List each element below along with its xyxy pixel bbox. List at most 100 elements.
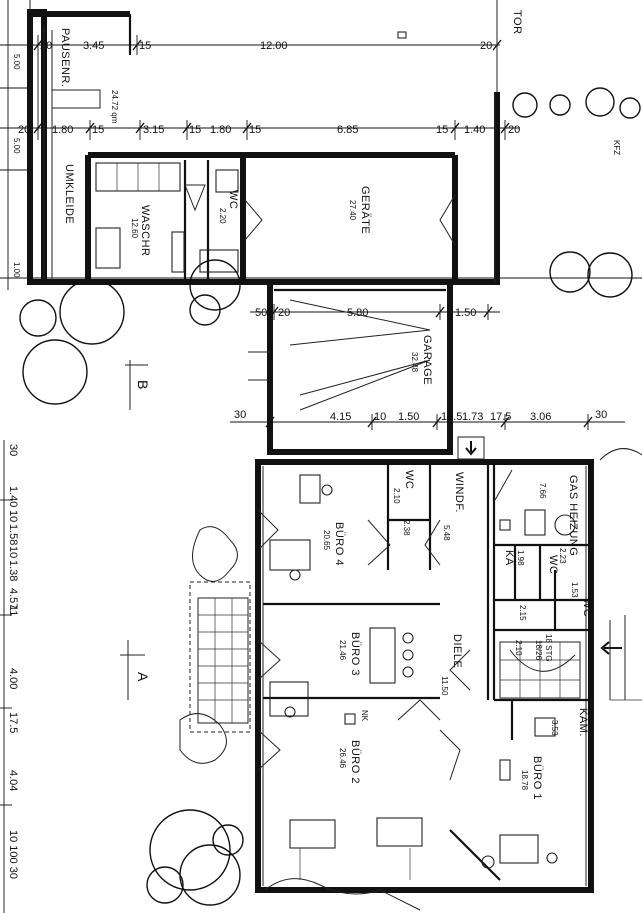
dim-text: 10 xyxy=(7,546,19,558)
room-area-wc-2: 2.23 xyxy=(558,548,567,564)
value-215: 2.15 xyxy=(518,605,527,621)
main-labels: BÜRO 4 20.65 WC 2.10 2.38 WINDF. 5.48 GA… xyxy=(322,470,593,800)
dim-text: 3.06 xyxy=(530,411,551,423)
dim-text: 1.58 xyxy=(7,524,19,545)
dim-text: 1.40 xyxy=(464,124,485,136)
dim-text: 4.04 xyxy=(7,770,19,791)
main-building-walls xyxy=(255,459,594,893)
dim-text: 15 xyxy=(436,124,448,136)
room-name-windfang: WINDF. xyxy=(453,472,465,513)
room-name-gas-heizung: GAS HEIZUNG xyxy=(567,475,579,556)
room-area-wc-outbuilding: 2.20 xyxy=(218,208,227,224)
entrance-arrows xyxy=(457,436,642,701)
stair-count: 18 STG xyxy=(544,634,553,662)
dim-text: 15 xyxy=(92,124,104,136)
dim-text: 5.00 xyxy=(12,138,21,154)
dim-text: 20 xyxy=(508,124,520,136)
room-area-ka: 1.98 xyxy=(516,550,525,566)
dim-text: 17.5 xyxy=(490,411,511,423)
room-area-buero-2: 26.46 xyxy=(338,748,347,769)
dim-text: 1.38 xyxy=(7,560,19,581)
dim-text: 1.50 xyxy=(398,411,419,423)
garage: GARAGE 32.48 xyxy=(248,282,453,455)
room-name-wc-outbuilding: WC xyxy=(227,190,239,209)
label-nk: NK xyxy=(360,710,369,722)
dim-text: 1.00 xyxy=(12,262,21,278)
dim-text: 10 xyxy=(7,510,19,522)
section-marks: B A xyxy=(120,360,151,700)
top-label-tor: TOR xyxy=(511,10,523,35)
room-name-buero-1: BÜRO 1 xyxy=(531,756,543,800)
kfz-label: KFZ xyxy=(612,140,621,155)
dim-text: 4.15 xyxy=(330,411,351,423)
dim-text: 50 xyxy=(255,307,267,319)
terrace-paving xyxy=(189,581,251,733)
room-area-waschraum: 12.60 xyxy=(130,218,139,239)
dim-text: 10 xyxy=(374,411,386,423)
room-name-garage: GARAGE xyxy=(421,335,433,385)
room-name-diele: DIELE xyxy=(451,634,463,668)
room-name-buero-3: BÜRO 3 xyxy=(349,632,361,676)
room-name-wc-2: WC xyxy=(547,555,559,574)
outbuilding-fixtures xyxy=(95,162,456,273)
room-name-buero-4: BÜRO 4 xyxy=(333,522,345,566)
dim-text: 1.40 xyxy=(7,486,19,507)
stair-ratio: 18/26 xyxy=(534,640,543,661)
room-name-pausenraum: PAUSENR. xyxy=(59,28,71,87)
dim-text: 1.50 xyxy=(455,307,476,319)
room-area-buero-4: 20.65 xyxy=(322,530,331,551)
dim-text: 30 xyxy=(234,409,246,421)
dim-text: 30 xyxy=(595,409,607,421)
section-mark-a: A xyxy=(135,672,151,682)
dim-text: 1.80 xyxy=(52,124,73,136)
room-area-pausenraum: 24.72 qm xyxy=(110,90,119,124)
outbuilding-walls xyxy=(27,0,500,285)
room-area-windfang: 5.48 xyxy=(442,525,451,541)
dim-text: 15 xyxy=(249,124,261,136)
dim-text: 5.00 xyxy=(12,54,21,70)
room-name-kam: KAM. xyxy=(577,708,589,737)
dim-text: 1.73 xyxy=(462,411,483,423)
dim-text: 15 xyxy=(139,40,151,52)
room-area-buero-3: 21.46 xyxy=(338,640,347,661)
dim-text: 11 xyxy=(7,605,19,616)
arrow-left-icon xyxy=(600,641,622,655)
value-210: 2.10 xyxy=(514,640,523,656)
room-area-buero-1: 18.78 xyxy=(520,770,529,791)
room-name-wc-3: WC xyxy=(581,598,593,617)
room-name-wc-1: WC xyxy=(403,470,415,489)
dim-text: 6.85 xyxy=(337,124,358,136)
dims-left-lower: 30 1.40 10 1.58 10 1.38 4.57 11 4.00 17.… xyxy=(7,444,19,879)
room-area-garage: 32.48 xyxy=(410,352,419,373)
room-area-wc-1: 2.10 xyxy=(392,488,401,504)
room-area-kam: 3.53 xyxy=(550,720,559,736)
room-name-geraete: GERÄTE xyxy=(359,186,371,234)
dims-top-row: 20 3.45 15 12.00 20 xyxy=(40,40,492,52)
outbuilding-labels: PAUSENR. 24.72 qm UMKLEIDE WASCHR 12.60 … xyxy=(59,10,621,256)
room-area-gas-heizung: 7.66 xyxy=(538,483,547,499)
dim-text: 3.45 xyxy=(83,40,104,52)
dim-text: 20 xyxy=(480,40,492,52)
dim-text: 4.00 xyxy=(7,668,19,689)
dim-text: 10 100 30 xyxy=(7,830,19,879)
office-furniture xyxy=(269,474,576,880)
door-swings xyxy=(257,469,513,781)
room-name-ka: KA xyxy=(503,550,515,566)
room-area-238: 2.38 xyxy=(402,520,411,536)
dim-text: 17.5 xyxy=(7,712,19,733)
room-name-buero-2: BÜRO 2 xyxy=(349,740,361,784)
trees xyxy=(19,87,642,911)
room-name-umkleide: UMKLEIDE xyxy=(63,164,75,224)
room-area-wc-3: 1.53 xyxy=(570,582,579,598)
arrow-down-icon xyxy=(465,441,477,456)
dim-text: 1.80 xyxy=(210,124,231,136)
dim-text: 12.00 xyxy=(260,40,288,52)
room-area-geraete: 27.40 xyxy=(348,200,357,221)
dims-left: 5.00 5.00 1.00 xyxy=(12,54,21,278)
room-area-diele: 11.50 xyxy=(440,676,449,696)
grid-marker xyxy=(397,31,407,39)
dim-text: 4.57 xyxy=(7,588,19,609)
dims-second-row: 20 1.80 15 3.15 15 1.80 15 6.85 15 1.40 … xyxy=(18,124,520,136)
